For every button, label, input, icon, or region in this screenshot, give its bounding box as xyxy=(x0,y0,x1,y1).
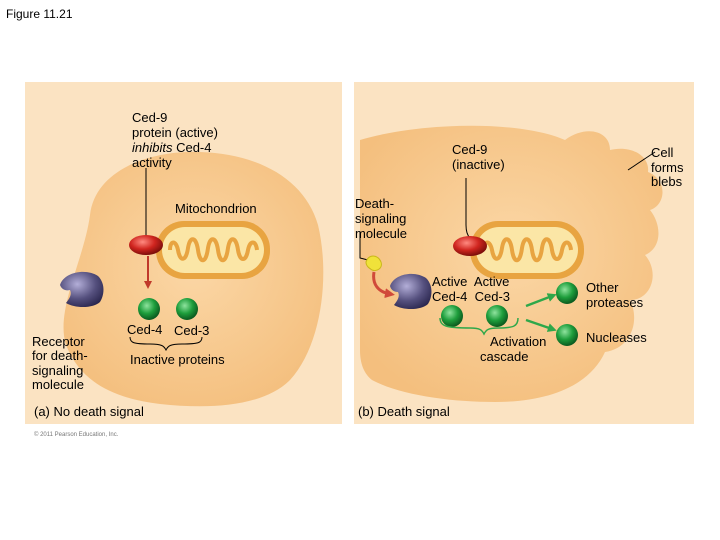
death-signal-line2: signaling xyxy=(355,211,407,226)
blebs-pointer xyxy=(627,151,656,171)
receptor-line4: molecule xyxy=(32,377,85,392)
receptor-line3: signaling xyxy=(32,363,84,378)
inactive-proteins-brace xyxy=(129,336,203,352)
other-proteases-protein xyxy=(556,282,578,304)
activation-cascade-line1: Activation xyxy=(490,334,547,349)
ced3-active-protein xyxy=(486,305,508,327)
mitochondrion-label: Mitochondrion xyxy=(175,201,257,216)
cell-blebs-line1: Cell xyxy=(651,145,674,160)
panel-b-caption: (b) Death signal xyxy=(358,404,450,419)
inactive-proteins-label: Inactive proteins xyxy=(130,352,225,367)
ced9-active-protein xyxy=(129,235,163,255)
other-proteases-line1: Other xyxy=(586,280,619,295)
ced9-inactive-line2: (inactive) xyxy=(452,157,505,172)
signal-binding-arrow xyxy=(372,271,395,299)
inhibits-rest: Ced-4 xyxy=(172,140,212,155)
inhibits-word: inhibits xyxy=(132,140,173,155)
mitochondrion-b xyxy=(470,221,584,279)
ced9-activity-line: activity xyxy=(132,155,172,170)
cascade-arrow-nucleases xyxy=(525,318,557,332)
cascade-arrow-proteases xyxy=(525,293,557,308)
ced9-inhibits-line: inhibits Ced-4 xyxy=(132,140,212,155)
ced4-inactive-protein xyxy=(138,298,160,320)
death-signaling-molecule xyxy=(365,255,382,271)
cell-blebs-line2: forms xyxy=(651,160,684,175)
ced3-label: Ced-3 xyxy=(174,323,210,338)
copyright-text: © 2011 Pearson Education, Inc. xyxy=(34,431,119,438)
receptor-b xyxy=(390,273,432,310)
receptor-line1: Receptor xyxy=(32,334,85,349)
panel-a-cell xyxy=(63,151,324,407)
nucleases-label: Nucleases xyxy=(586,330,647,345)
receptor-line2: for death- xyxy=(32,348,88,363)
other-proteases-line2: proteases xyxy=(586,295,644,310)
active-label: Active Active xyxy=(432,274,510,289)
ced9-active-line1: Ced-9 xyxy=(132,110,168,125)
ced9-inactive-line1: Ced-9 xyxy=(452,142,488,157)
ced9-inactive-protein xyxy=(453,236,487,256)
ced9-active-line2: protein (active) xyxy=(132,125,218,140)
ced4-active-protein xyxy=(441,305,463,327)
death-signal-pointer xyxy=(359,232,369,261)
activation-cascade-brace xyxy=(439,317,519,336)
ced4-label: Ced-4 xyxy=(127,322,163,337)
death-signal-line1: Death- xyxy=(355,196,395,211)
figure-title: Figure 11.21 xyxy=(6,7,73,21)
ced4-ced3-active-label: Ced-4 Ced-3 xyxy=(432,289,511,304)
activation-cascade-line2: cascade xyxy=(480,349,529,364)
ced3-inactive-protein xyxy=(176,298,198,320)
nucleases-protein xyxy=(556,324,578,346)
cell-blebs-line3: blebs xyxy=(651,174,683,189)
panel-a-caption: (a) No death signal xyxy=(34,404,144,419)
receptor-a xyxy=(60,271,104,308)
mitochondrion-a xyxy=(156,221,270,279)
death-signal-line3: molecule xyxy=(355,226,408,241)
